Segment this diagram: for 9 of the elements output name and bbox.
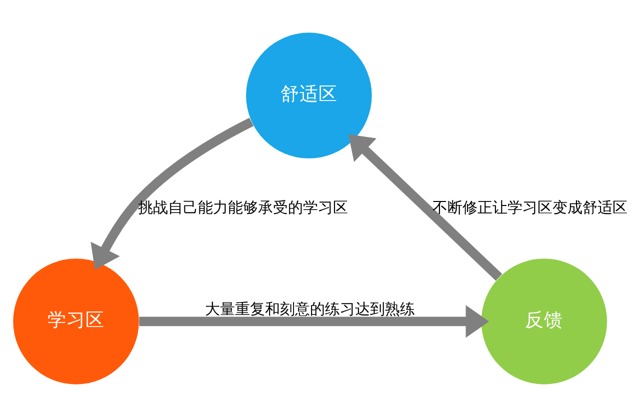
arrow: [139, 304, 490, 338]
edge-label: 大量重复和刻意的练习达到熟练: [205, 299, 416, 318]
node-circle: 反馈: [481, 258, 608, 384]
edge-label: 挑战自己能力能够承受的学习区: [138, 198, 348, 216]
node-circle: 学习区: [13, 258, 139, 384]
node-circle: 舒适区: [246, 32, 372, 158]
arrow: [348, 134, 502, 280]
arrow: [90, 117, 254, 270]
edge-label: 不断修正让学习区变成舒适区: [432, 198, 628, 216]
